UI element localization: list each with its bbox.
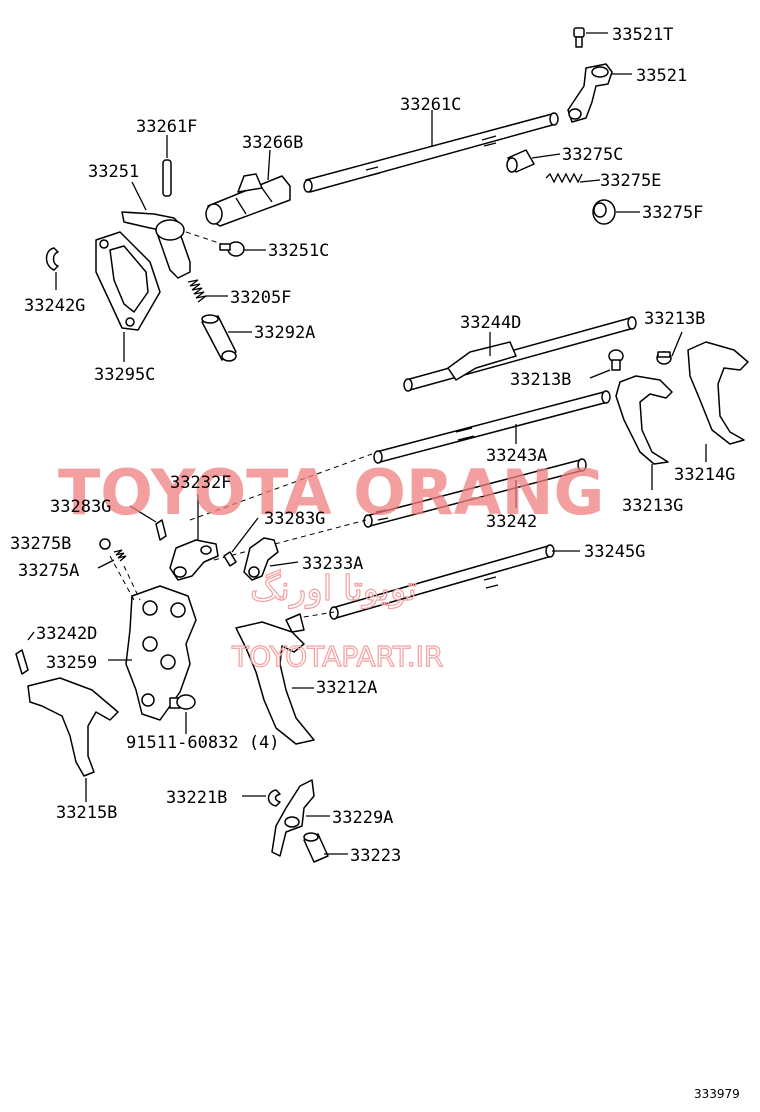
spring-33275a [113, 549, 127, 562]
shaft-33243a [373, 390, 611, 464]
snap-ring-33242g [45, 247, 59, 271]
label-33251: 33251 [88, 162, 139, 182]
bolt-33521t [573, 27, 585, 48]
shaft-33242 [363, 458, 587, 528]
label-33223: 33223 [350, 846, 401, 866]
label-33221b: 33221B [166, 788, 227, 808]
label-33205f: 33205F [230, 288, 291, 308]
plate-33295c [95, 231, 161, 331]
plunger-33292a [201, 314, 237, 362]
pin-33242d [15, 649, 29, 675]
label-33261f: 33261F [136, 117, 197, 137]
label-33283g-left: 33283G [50, 497, 111, 517]
label-33292a: 33292A [254, 323, 315, 343]
fork-33213g [615, 375, 673, 465]
label-33233a: 33233A [302, 554, 363, 574]
label-33242g: 33242G [24, 296, 85, 316]
cap-33275f [592, 199, 616, 225]
label-33261c: 33261C [400, 95, 461, 115]
bolt-33213b-right [656, 351, 672, 365]
label-33521: 33521 [636, 66, 687, 86]
lever-33521 [567, 63, 613, 123]
bolt-33251c [219, 241, 245, 257]
lever-33251 [121, 211, 191, 279]
watermark-brand: TOYOTA ORANG [58, 456, 604, 529]
label-33275b: 33275B [10, 534, 71, 554]
spring-33205f [187, 279, 207, 303]
bolt-33213b-left [608, 349, 624, 371]
label-33242: 33242 [486, 512, 537, 532]
label-33243a: 33243A [486, 446, 547, 466]
fork-33212a [235, 613, 315, 745]
label-33242d: 33242D [36, 624, 97, 644]
shaft-33261c [303, 112, 559, 193]
diagram-code: 333979 [694, 1087, 740, 1101]
label-33275e: 33275E [600, 171, 661, 191]
label-33213g: 33213G [622, 496, 683, 516]
label-33266b: 33266B [242, 133, 303, 153]
label-33251c: 33251C [268, 241, 329, 261]
label-33215b: 33215B [56, 803, 117, 823]
label-33214g: 33214G [674, 465, 735, 485]
label-33229a: 33229A [332, 808, 393, 828]
pin-33283g-right [223, 551, 237, 567]
label-33275f: 33275F [642, 203, 703, 223]
label-33213b: 33213B [510, 370, 571, 390]
housing-33259 [125, 585, 197, 721]
label-33244d: 33244D [460, 313, 521, 333]
shift-head-33233a [243, 537, 279, 581]
shift-head-33232f [169, 539, 219, 581]
label-33521t: 33521T [612, 25, 673, 45]
label-91511-60832: 91511-60832 (4) [126, 733, 280, 753]
watermark-arabic: تویوتا اورنگ [250, 569, 417, 609]
watermark-url: TOYOTAPART.IR [231, 640, 443, 673]
bolt-91511-60832 [169, 694, 196, 710]
label-33245g: 33245G [584, 542, 645, 562]
spring-33275e [545, 172, 583, 184]
label-33232f: 33232F [170, 473, 231, 493]
pin-33261f [162, 159, 172, 197]
shaft-33244d [403, 316, 637, 392]
label-33213b-top: 33213B [644, 309, 705, 329]
fork-33214g [687, 341, 749, 445]
plug-33275c [506, 149, 535, 173]
shift-head-33266b [205, 173, 291, 227]
lever-33229a [271, 779, 315, 857]
label-33275a: 33275A [18, 561, 79, 581]
label-33295c: 33295C [94, 365, 155, 385]
ball-33275b [99, 538, 111, 550]
label-33259: 33259 [46, 653, 97, 673]
label-33275c: 33275C [562, 145, 623, 165]
label-33283g: 33283G [264, 509, 325, 529]
label-33212a: 33212A [316, 678, 377, 698]
clip-33221b [267, 789, 281, 807]
pin-33283g-left [155, 519, 167, 541]
plug-33223 [303, 832, 329, 863]
fork-33215b [27, 677, 119, 777]
